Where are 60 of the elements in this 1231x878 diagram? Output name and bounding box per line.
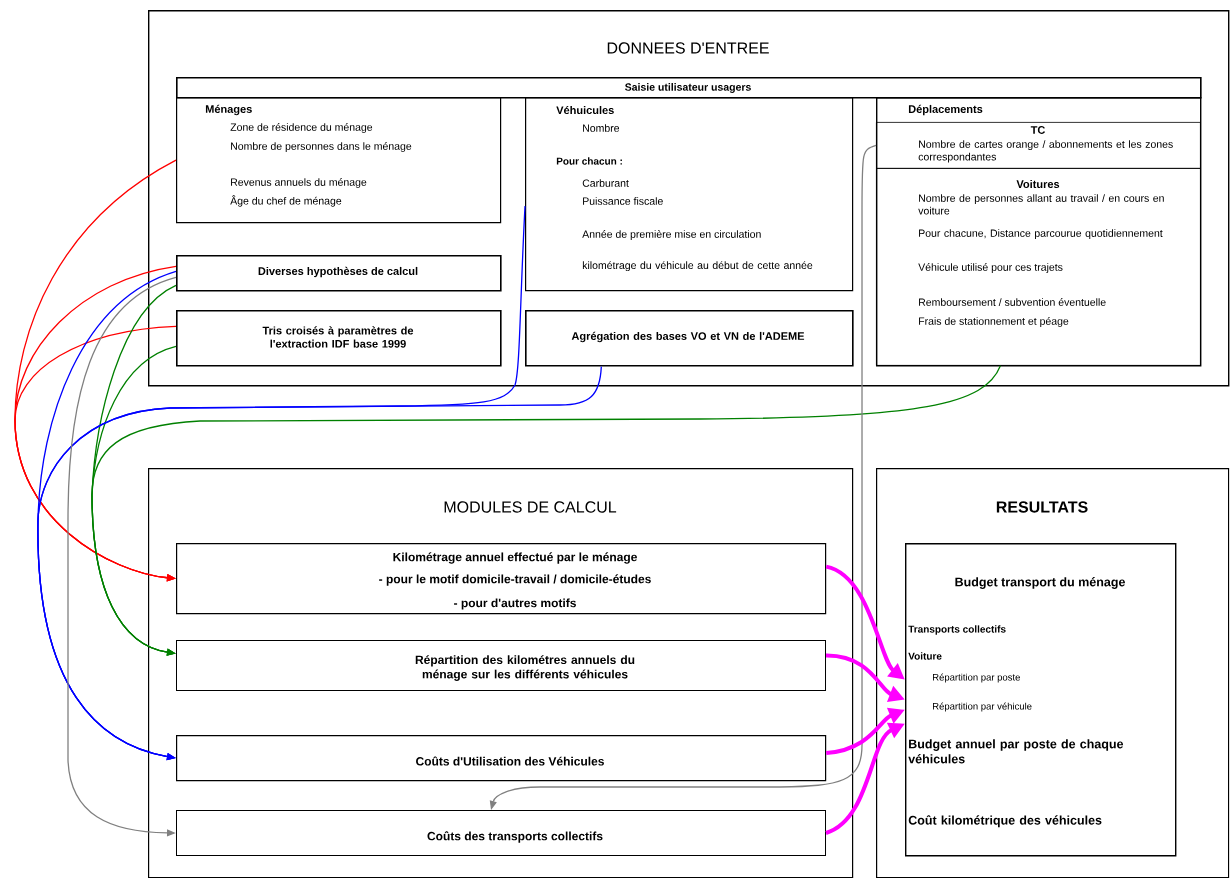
module-box <box>176 810 826 856</box>
item-text: Répartition par véhicule <box>933 702 1032 712</box>
item-text: Revenus annuels du ménage <box>231 178 367 188</box>
panel-title: RESULTATS <box>996 501 1088 513</box>
input-box <box>876 168 1201 366</box>
box-label: Tris croisés à paramètres de l'extraction IDF base 1999 <box>262 326 414 348</box>
box-label: Coûts d'Utilisation des Véhicules <box>416 756 604 766</box>
item-text: Pour chacune, Distance parcourue quotidiennement <box>919 229 1163 239</box>
panel-title: DONNEES D'ENTREE <box>607 42 769 54</box>
heading: Voitures <box>1016 179 1060 189</box>
item-text: Remboursement / subvention éventuelle <box>919 298 1106 306</box>
input-box <box>176 97 502 224</box>
module-box <box>176 640 826 691</box>
item-text: Puissance fiscale <box>583 197 663 205</box>
heading: Budget transport du ménage <box>955 577 1125 589</box>
result-panel <box>876 468 1230 878</box>
item-text: Véhicule utilisé pour ces trajets <box>918 263 1063 273</box>
box-label: Agrégation des bases VO et VN de l'ADEME <box>571 331 805 343</box>
connector-arrow <box>67 276 177 837</box>
input-box <box>876 122 1201 169</box>
connector-arrow <box>91 365 1002 656</box>
panel-title: MODULES DE CALCUL <box>444 501 617 513</box>
subheading: Pour chacun : <box>556 157 622 165</box>
item-text: Répartition par poste <box>933 673 1020 683</box>
item-text: Zone de résidence du ménage <box>230 123 373 133</box>
box-label: Kilométrage annuel effectué par le ménage <box>393 552 637 564</box>
input-box <box>525 97 854 292</box>
item-text: kilométrage du véhicule au début de cette année <box>582 261 813 272</box>
heading: Ménages <box>205 104 252 116</box>
heading: Véhuicules <box>556 105 614 115</box>
input-box <box>176 310 502 367</box>
input-box <box>525 310 854 367</box>
heading: Déplacements <box>908 104 983 116</box>
module-panel <box>148 468 854 878</box>
item-text: Coût kilométrique des véhicules <box>908 815 1102 828</box>
box-label: - pour d'autres motifs <box>454 598 576 610</box>
heading: Saisie utilisateur usagers <box>625 83 751 93</box>
item-text: Nombre de personnes allant au travail / en cours en voiture <box>918 194 1164 215</box>
item-text: Année de première mise en circulation <box>582 230 761 240</box>
item-text: Nombre <box>583 124 620 132</box>
item-text: Carburant <box>582 179 629 187</box>
box-label: Coûts des transports collectifs <box>427 831 603 843</box>
item-text: Âge du chef de ménage <box>230 195 342 207</box>
item-text: Voiture <box>908 652 942 660</box>
item-text: Transports collectifs <box>908 625 1006 635</box>
connector-arrow <box>14 325 177 582</box>
box-label: Diverses hypothèses de calcul <box>258 266 418 278</box>
header-bar <box>176 77 1202 99</box>
module-box <box>176 543 827 615</box>
heading: TC <box>1030 126 1046 134</box>
result-box <box>905 543 1177 857</box>
box-label: Répartition des kilométres annuels du ménage sur les différents véhicules <box>415 655 635 681</box>
item-text: Frais de stationnement et péage <box>919 317 1069 327</box>
input-panel <box>148 10 1230 387</box>
item-text: Nombre de personnes dans le ménage <box>231 142 412 152</box>
module-box <box>176 735 827 782</box>
input-box <box>176 255 502 292</box>
box-label: - pour le motif domicile-travail / domicile-études <box>379 574 651 586</box>
item-text: Nombre de cartes orange / abonnements et les zones correspondantes <box>918 140 1173 163</box>
item-text: Budget annuel par poste de chaque véhicules <box>908 739 1124 764</box>
